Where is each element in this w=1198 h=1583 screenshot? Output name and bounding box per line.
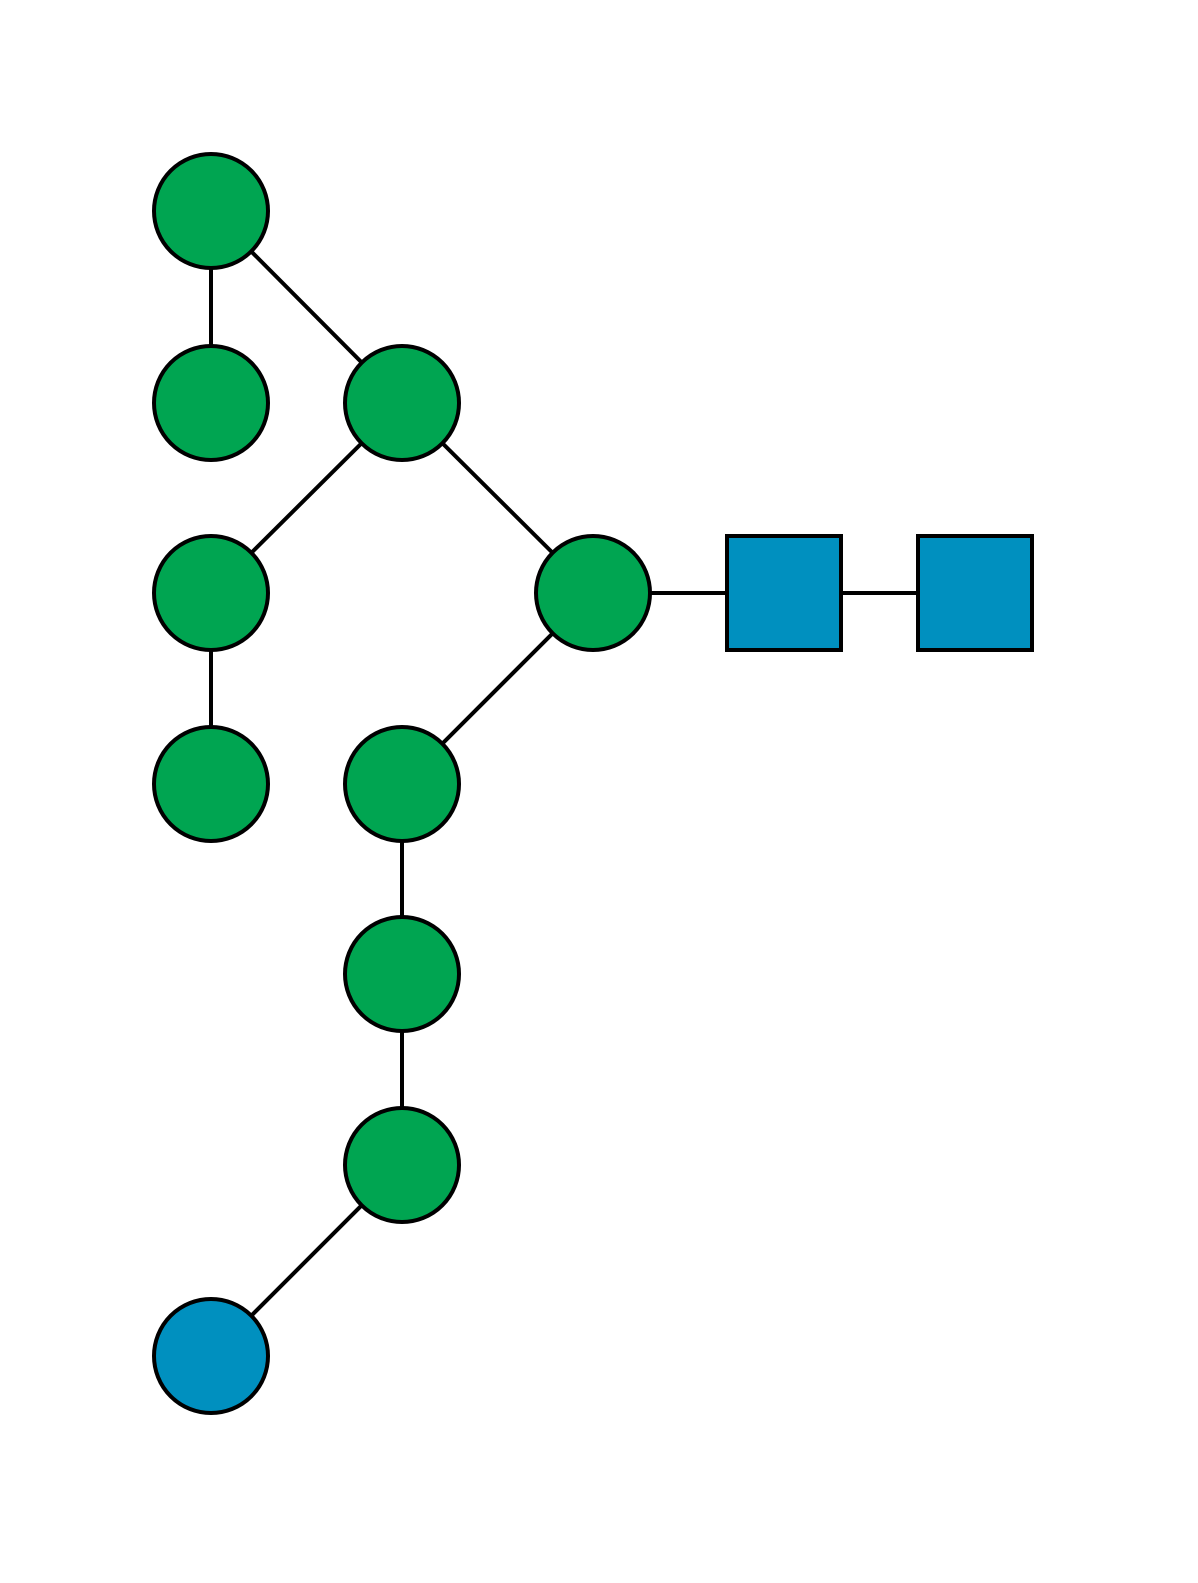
node-green-circle-n6 [534,534,652,652]
node-green-circle-n4 [152,534,270,652]
node-green-circle-n1 [152,152,270,270]
node-green-circle-n5 [152,725,270,843]
node-green-circle-n2 [152,344,270,462]
node-blue-square-n7 [725,534,843,652]
node-blue-circle-n12 [152,1297,270,1415]
node-green-circle-n11 [343,1106,461,1224]
nodes-layer [152,152,1034,1415]
node-green-circle-n10 [343,915,461,1033]
node-blue-square-n8 [916,534,1034,652]
node-green-circle-n9 [343,725,461,843]
node-green-circle-n3 [343,344,461,462]
